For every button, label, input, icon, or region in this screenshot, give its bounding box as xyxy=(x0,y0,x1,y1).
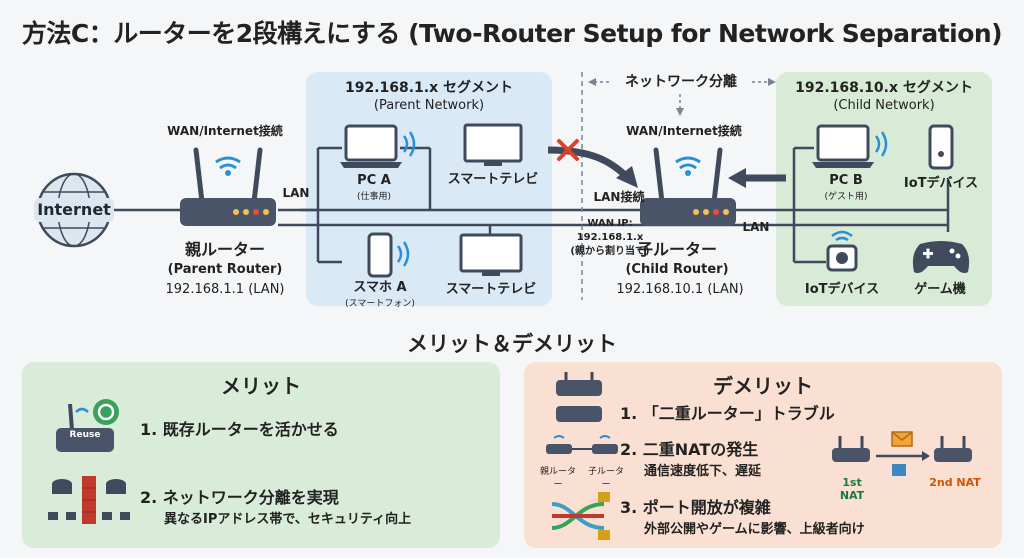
port-forwarding-icon xyxy=(551,492,610,540)
wan-ip-line2: 192.168.1.x xyxy=(576,232,644,243)
nat-routers-small-icon xyxy=(546,435,618,454)
nat-2-label: 2nd NAT xyxy=(929,476,981,489)
firewall-network-icon xyxy=(48,476,130,524)
parent-segment-title: 192.168.1.x セグメント xyxy=(344,80,514,96)
phone-a-label: スマホ A xyxy=(353,280,407,295)
child-segment-subtitle: (Child Network) xyxy=(833,98,935,113)
iot-device-1-icon xyxy=(928,124,954,170)
child-router-icon xyxy=(640,147,736,226)
pc-b-laptop-icon xyxy=(812,124,888,168)
iot-device-2-label: IoTデバイス xyxy=(804,282,880,297)
merits-panel xyxy=(22,362,500,548)
smart-tv-2-icon xyxy=(459,233,523,276)
parent-segment-subtitle: (Parent Network) xyxy=(373,98,485,113)
network-wires xyxy=(112,72,950,300)
blocked-cross-icon xyxy=(557,139,579,161)
demerit-item-3-sub: 外部公開やゲームに影響、上級者向け xyxy=(644,522,865,537)
iot-device-1-label: IoTデバイス xyxy=(903,176,979,191)
demerit-item-2: 2. 二重NATの発生 xyxy=(620,440,759,459)
reuse-router-icon xyxy=(56,399,119,452)
lan-child-in-label: LAN接続 xyxy=(593,190,645,204)
phone-a-icon xyxy=(367,232,410,278)
network-separation-label: ネットワーク分離 xyxy=(625,74,737,90)
child-router-small-label: 子ルーター xyxy=(587,467,624,490)
pc-b-label: PC B xyxy=(829,173,863,188)
pc-b-sublabel: (ゲスト用) xyxy=(824,192,868,202)
pc-a-sublabel: (仕事用) xyxy=(356,192,392,202)
wan-ip-line3: (親から割り当て) xyxy=(570,246,650,257)
demerit-item-2-sub: 通信速度低下、遅延 xyxy=(644,464,762,479)
lan-child-out-label: LAN xyxy=(742,220,770,234)
game-console-label: ゲーム機 xyxy=(914,282,966,297)
pc-a-laptop-icon xyxy=(340,124,416,168)
wan-ip-line1: WAN IP: xyxy=(587,218,633,229)
demerits-heading: デメリット xyxy=(713,374,813,398)
wan-child-label: WAN/Internet接続 xyxy=(626,124,742,138)
smart-tv-1-label: スマートテレビ xyxy=(447,172,539,187)
section-title: メリット＆デメリット xyxy=(407,332,617,356)
lan-parent-label: LAN xyxy=(282,186,310,200)
parent-router-ip: 192.168.1.1 (LAN) xyxy=(165,282,285,297)
child-segment-title: 192.168.10.x セグメント xyxy=(795,80,973,96)
child-router-en: (Child Router) xyxy=(625,262,729,277)
smart-tv-2-label: スマートテレビ xyxy=(445,282,537,297)
child-router-name: 子ルーター xyxy=(636,240,717,259)
double-router-icon xyxy=(556,372,602,422)
game-console-icon xyxy=(912,241,970,274)
nat-flow-icon xyxy=(832,431,972,476)
demerit-item-1: 1. 「二重ルーター」トラブル xyxy=(620,404,835,423)
wan-parent-label: WAN/Internet接続 xyxy=(167,124,283,138)
phone-a-sublabel: (スマートフォン) xyxy=(345,299,415,309)
merit-item-2-sub: 異なるIPアドレス帯で、セキュリティ向上 xyxy=(164,512,412,527)
merit-item-1: 1. 既存ルーターを活かせる xyxy=(140,420,339,439)
merit-item-2: 2. ネットワーク分離を実現 xyxy=(140,488,339,507)
internet-label: Internet xyxy=(34,198,114,222)
page-title: 方法C：ルーターを2段構えにする (Two-Router Setup for N… xyxy=(21,19,1003,48)
pc-a-label: PC A xyxy=(357,173,391,188)
parent-router-small-label: 親ルーター xyxy=(539,467,576,490)
parent-router-icon xyxy=(180,147,276,226)
smart-tv-1-icon xyxy=(463,123,523,166)
child-router-ip: 192.168.10.1 (LAN) xyxy=(616,282,744,297)
nat-1-label: 1st NAT xyxy=(839,476,865,502)
parent-router-name: 親ルーター xyxy=(184,240,265,259)
reuse-tag: Reuse xyxy=(69,430,101,440)
parent-router-en: (Parent Router) xyxy=(167,262,283,277)
iot-device-2-icon xyxy=(826,230,858,272)
demerit-item-3: 3. ポート開放が複雑 xyxy=(620,498,771,517)
merits-heading: メリット xyxy=(221,374,301,398)
